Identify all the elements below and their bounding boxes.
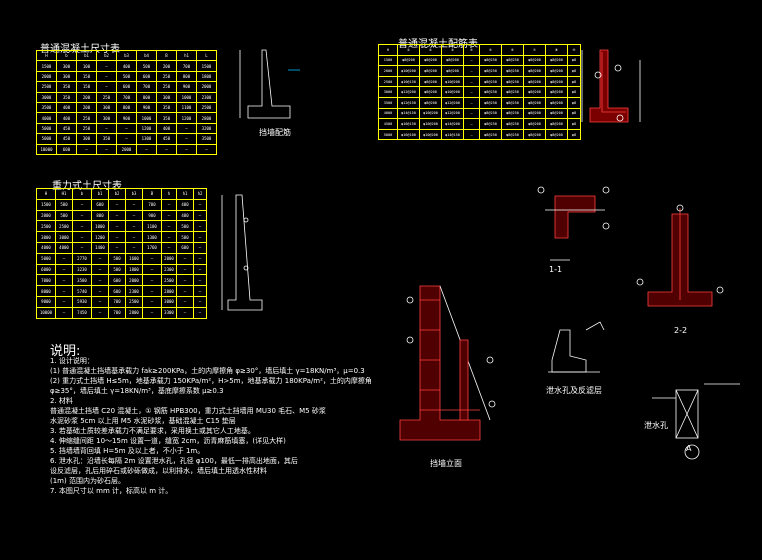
notes-block: 1. 设计说明： (1) 普通混凝土挡墙基承载力 fak≥200KPa，土的内摩擦…	[50, 356, 372, 496]
note-line: 设反滤层，孔后用碎石或砂砾做成，以利排水，墙后填土用透水性材料	[50, 467, 267, 475]
table-cell: —	[193, 231, 207, 243]
retaining-wall-caption: 挡墙配筋	[259, 128, 291, 137]
note-line: 普通混凝土挡墙 C20 混凝土，① 钢筋 HPB300，重力式土挡墙用 MU30…	[50, 407, 326, 415]
section-1-1-drawing	[537, 186, 610, 261]
section-2-2-drawing	[636, 204, 724, 307]
cantilever-wall-profile	[581, 49, 641, 123]
table1-title: 普通混凝土尺寸表	[40, 44, 120, 55]
small-wall-profile-1	[239, 49, 300, 119]
note-line: (1m) 范围内为砂石层。	[50, 477, 125, 485]
table-cell: —	[193, 220, 207, 233]
wall-elevation-caption: 挡墙立面	[430, 459, 462, 468]
table-cell: φ8	[567, 128, 581, 141]
table-header-cell: h2	[193, 188, 207, 200]
note-line: 6. 泄水孔：沿墙长每隔 2m 设置泄水孔，孔径 φ100，最低一排高出地面，其…	[50, 457, 298, 465]
small-wall-profile-2	[221, 194, 263, 311]
table3-title: 重力式土尺寸表	[52, 181, 122, 192]
detail-label: 泄水孔	[644, 421, 668, 430]
section-2-2-label: 2-2	[674, 326, 688, 335]
notes-heading: 说明:	[50, 344, 81, 359]
table-cell: —	[193, 241, 207, 254]
drain-hole-detail	[548, 321, 605, 373]
note-line: (2) 重力式土挡墙 H≤5m，地基承载力 150KPa/m²，H>5m，地基承…	[50, 377, 372, 385]
gravity-wall-elevation	[399, 285, 496, 441]
note-line: 3. 若基础土质较差承载力不满足要求，采用换土或其它人工地基。	[50, 427, 255, 435]
note-line: 5. 挡墙墙背回填 H=5m 及以上者，不小于 1m。	[50, 447, 205, 455]
table-cell: —	[196, 143, 217, 155]
note-line: φ≥35°，墙后填土 γ=18KN/m³，基底摩擦系数 μ≥0.3	[50, 387, 224, 395]
note-line: 水泥砂浆 5cm 以上用 M5 水泥砂浆，基础混凝土 C15 垫层	[50, 417, 236, 425]
detail-callout-label: A	[686, 444, 692, 453]
drain-detail-caption: 泄水孔及反滤层	[546, 386, 602, 395]
table-cell: —	[193, 198, 207, 211]
note-line: 7. 本图尺寸以 mm 计，标高以 m 计。	[50, 487, 173, 495]
table-cell: —	[193, 209, 207, 222]
note-line: 2. 材料	[50, 397, 73, 405]
section-1-1-label: 1-1	[549, 265, 563, 274]
table-cell: —	[193, 306, 207, 319]
note-line: 1. 设计说明：	[50, 357, 94, 365]
detail-a-drawing	[652, 383, 740, 460]
note-line: (1) 普通混凝土挡墙基承载力 fak≥200KPa，土的内摩擦角 φ≥30°，…	[50, 367, 365, 375]
note-line: 4. 伸缩缝间距 10～15m 设置一道，缝宽 2cm，沥青麻筋填塞，(详见大样…	[50, 437, 286, 445]
